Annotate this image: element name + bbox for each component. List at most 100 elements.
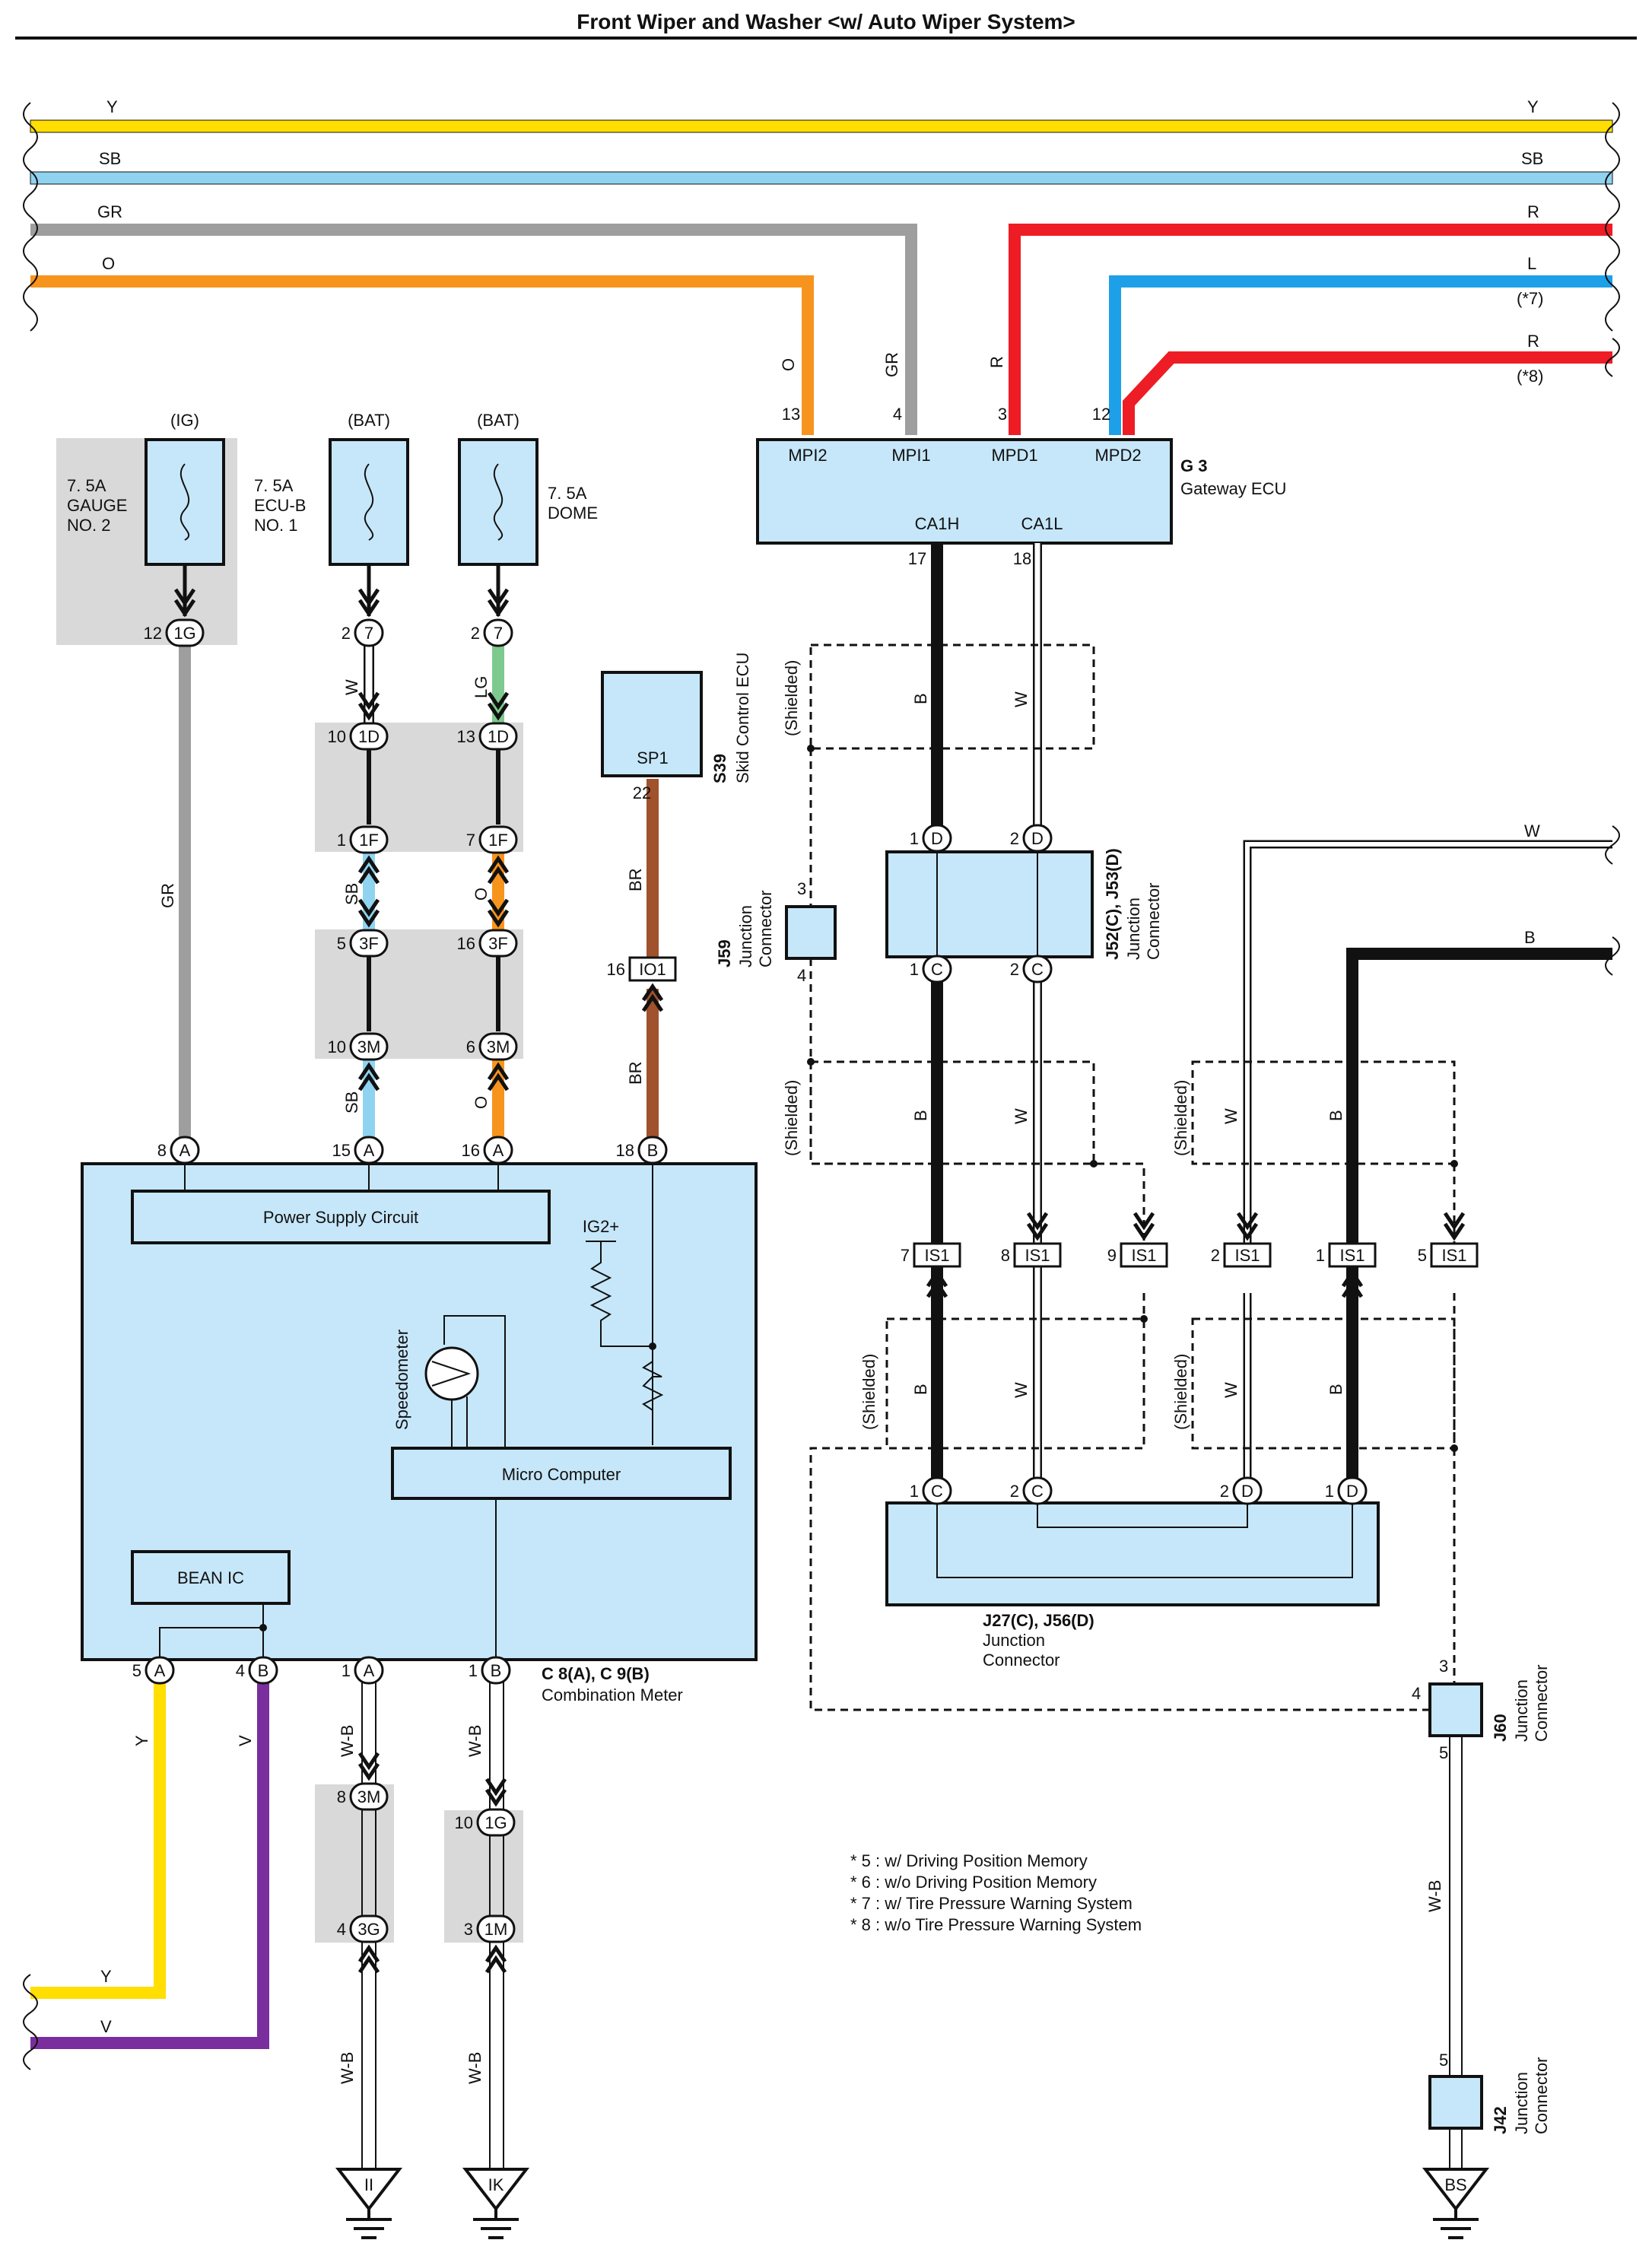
connector-label: B [258,1661,269,1680]
ig2-resistor [589,1241,653,1347]
harness-label-y-left: Y [106,97,118,116]
connector-f1b: 1F7 [466,825,518,885]
connector-body [1013,1242,1062,1268]
connector-pin-number: 1 [1325,1482,1334,1501]
connector-pin-number: 6 [466,1037,475,1056]
fuse-dome-name: DOME [548,504,598,523]
fuse-gauge-rating: 7. 5A [67,476,106,495]
connector-pin-number: 2 [471,624,480,643]
lbl-w-right-v: W [1222,1108,1241,1124]
lbl-w-low1: W [1012,1382,1031,1398]
connector-kC1: C1 [910,1476,952,1505]
br-resistor [642,1361,664,1445]
j27-line2: Connector [983,1651,1060,1670]
lbl-b-right-v: B [1326,1110,1345,1121]
earth-icon [1433,2209,1479,2239]
j59-line1: Junction [736,905,755,967]
wire-y-bottom [30,1670,166,1999]
connector-body [349,1782,389,1811]
fuse-ecub-num: NO. 1 [254,516,297,535]
break-left-bottom [23,1974,38,2070]
connector-f7a: 72 [342,588,384,647]
lbl-gr-meter: GR [158,883,177,908]
fuse-dome-source: (BAT) [477,411,519,430]
chevron-up-icon [641,983,664,1012]
j59-line2: Connector [756,890,775,967]
lbl-wb-1: W-B [338,1725,357,1757]
connector-label: 7 [364,624,373,643]
j60-line2: Connector [1532,1664,1551,1742]
lbl-b-low2: B [1326,1384,1345,1395]
connector-body [349,929,389,958]
connector-body [349,1914,389,1943]
chevron-up-icon [926,1269,948,1298]
connector-label: C [931,1482,943,1501]
lbl-b-low1: B [911,1384,930,1395]
ground-1: IK [462,2168,530,2239]
connector-label: 1F [359,831,379,850]
connector-label: C [1031,1482,1044,1501]
chevron-down-icon [484,1778,507,1807]
j42-p5: 5 [1439,2051,1448,2070]
j27-box [885,1501,1380,1606]
connector-body [476,1914,516,1943]
connector-pin-number: 1 [469,1661,478,1680]
ground-icon [462,2168,530,2212]
wire-r8-top [1123,351,1612,435]
connector-label: 3F [488,934,508,953]
lbl-o-2: O [472,1096,491,1109]
can-bus: W B J52(C), J53(D) Junction Connector 3 … [715,543,1620,2169]
chevron-down-icon [357,691,380,721]
lbl-w-mid: W [1012,1108,1031,1124]
connector-pin-number: 1 [342,1661,351,1680]
connector-label: 1D [488,727,509,746]
connector-pin-number: 1 [1316,1246,1325,1265]
wb-wire-d [1449,2128,1463,2169]
connector-body [349,1032,389,1061]
connector-label: IS1 [1234,1246,1260,1265]
j52-box [885,850,1094,958]
connector-body [1430,1242,1479,1268]
connector-mB1: B1 [469,1656,511,1685]
connector-pin-number: 8 [1001,1246,1010,1265]
harness-label-o-left: O [102,254,115,273]
connector-jD2: D2 [1010,824,1053,853]
j27-code: J27(C), J56(D) [983,1611,1094,1630]
fuse-gauge-icon [179,463,190,541]
connector-label: D [931,829,943,848]
wire-gr-top [30,224,917,435]
connector-mB18: B18 [616,1136,668,1164]
j52-code: J52(C), J53(D) [1103,848,1122,960]
connector-label: 3M [357,1787,381,1806]
shield-right [1191,1060,1456,1165]
gw-pin-ca1h: CA1H [915,514,960,533]
speedometer-needle-icon [431,1361,472,1387]
connector-kD1: D1 [1325,1476,1368,1505]
j60-p5: 5 [1439,1743,1448,1762]
gw-pin-num-12: 12 [1092,405,1110,424]
wire-y-top [30,119,1613,133]
connector-is2: IS1 2 [1211,1212,1272,1268]
connector-m3b: 3M6 [466,1032,518,1091]
connector-mA8: A8 [157,1136,200,1164]
connector-body [637,1136,668,1164]
connector-mA1: A1 [342,1656,384,1685]
chevron-down-icon [1443,1212,1466,1241]
connector-pin-number: 2 [1010,829,1019,848]
connector-pin-number: 2 [1211,1246,1220,1265]
connector-body [1022,1476,1053,1505]
gateway-ecu: 13 4 3 12 MPI2 MPI1 MPD1 MPD2 CA1H CA1L … [756,405,1286,568]
shield-top-node [807,745,815,752]
connector-body [1337,1476,1368,1505]
lbl-o-1: O [472,888,491,901]
connector-body [476,1808,516,1837]
skid-ecu-box [601,671,703,777]
connector-label: 7 [494,624,503,643]
connector-pin-number: 5 [1418,1246,1427,1265]
